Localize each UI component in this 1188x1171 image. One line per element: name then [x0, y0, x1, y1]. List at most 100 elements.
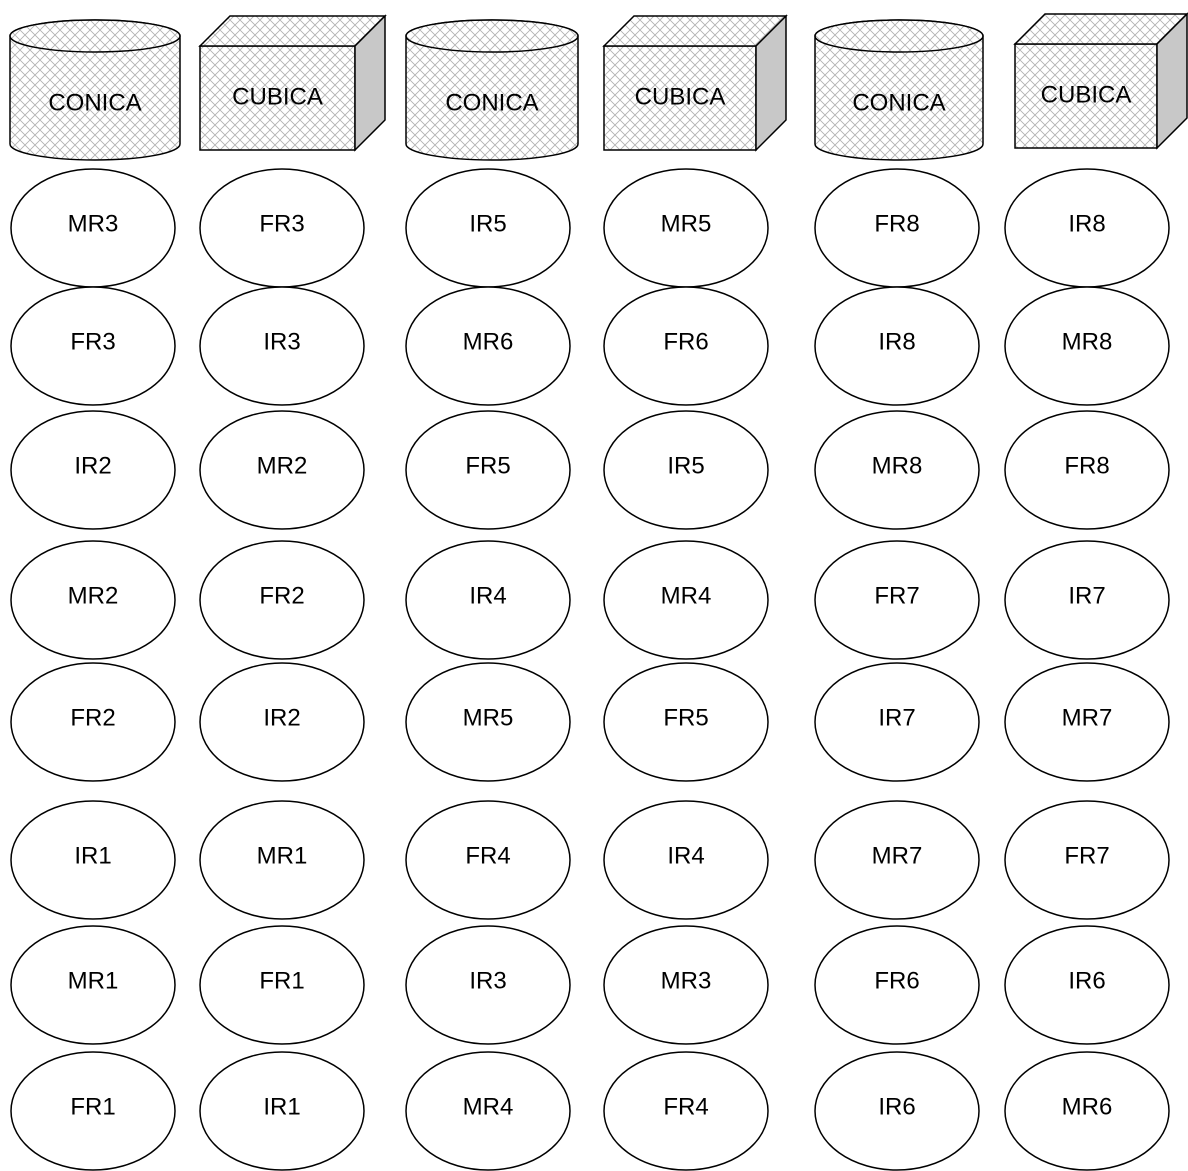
- ellipse-label: IR7: [878, 704, 915, 731]
- ellipse-label: MR7: [1062, 704, 1113, 731]
- cell-ellipse: FR6: [815, 926, 979, 1044]
- container-label: CONICA: [445, 89, 538, 116]
- cell-ellipse: IR3: [200, 287, 364, 405]
- cell-ellipse: FR8: [815, 169, 979, 287]
- container-label: CONICA: [48, 89, 141, 116]
- ellipse-label: IR3: [263, 328, 300, 355]
- cell-ellipse: FR6: [604, 287, 768, 405]
- cell-ellipse: IR2: [200, 663, 364, 781]
- containers-row: CONICA CUBICA CONICA CUBICA CONICA CUBICA: [10, 14, 1187, 160]
- ellipse-label: FR5: [663, 704, 708, 731]
- cell-ellipse: FR1: [200, 926, 364, 1044]
- ellipse-label: FR2: [259, 582, 304, 609]
- cell-ellipse: FR5: [604, 663, 768, 781]
- ellipse-label: IR2: [263, 704, 300, 731]
- cell-ellipse: MR5: [406, 663, 570, 781]
- ellipse-label: IR1: [263, 1093, 300, 1120]
- cylinder-container: CONICA: [10, 20, 180, 160]
- cell-ellipse: IR7: [815, 663, 979, 781]
- cell-ellipse: IR7: [1005, 541, 1169, 659]
- cell-ellipse: FR7: [815, 541, 979, 659]
- cube-top-face: [200, 16, 385, 46]
- cube-top-face: [604, 16, 786, 46]
- cell-ellipse: IR6: [1005, 926, 1169, 1044]
- cell-ellipse: MR1: [200, 801, 364, 919]
- ellipse-label: MR4: [661, 582, 712, 609]
- ellipse-label: IR3: [469, 967, 506, 994]
- cell-ellipse: MR1: [11, 926, 175, 1044]
- ellipse-label: IR6: [878, 1093, 915, 1120]
- ellipse-label: IR4: [667, 842, 704, 869]
- ellipse-label: FR8: [1064, 452, 1109, 479]
- cell-ellipse: IR8: [1005, 169, 1169, 287]
- cell-ellipse: FR3: [11, 287, 175, 405]
- ellipse-label: FR1: [259, 967, 304, 994]
- ellipse-label: IR5: [469, 210, 506, 237]
- ellipse-label: MR5: [661, 210, 712, 237]
- ellipse-label: FR5: [465, 452, 510, 479]
- cylinder-top: [10, 20, 180, 52]
- ellipse-label: MR8: [872, 452, 923, 479]
- cell-ellipse: FR4: [406, 801, 570, 919]
- ellipse-label: MR3: [68, 210, 119, 237]
- container-label: CUBICA: [635, 83, 726, 110]
- cell-ellipse: IR1: [200, 1052, 364, 1170]
- cell-ellipse: IR4: [406, 541, 570, 659]
- ellipse-label: IR8: [1068, 210, 1105, 237]
- ellipse-label: MR2: [68, 582, 119, 609]
- ellipse-label: MR3: [661, 967, 712, 994]
- cube-container: CUBICA: [200, 16, 385, 150]
- cell-ellipse: IR1: [11, 801, 175, 919]
- cell-ellipse: FR1: [11, 1052, 175, 1170]
- cell-ellipse: MR4: [604, 541, 768, 659]
- cell-ellipse: IR5: [406, 169, 570, 287]
- ellipse-label: MR8: [1062, 328, 1113, 355]
- ellipse-label: IR1: [74, 842, 111, 869]
- ellipse-label: FR2: [70, 704, 115, 731]
- ellipse-label: MR5: [463, 704, 514, 731]
- ellipse-label: FR8: [874, 210, 919, 237]
- cell-ellipse: FR5: [406, 411, 570, 529]
- ellipse-label: MR6: [1062, 1093, 1113, 1120]
- ellipse-label: IR5: [667, 452, 704, 479]
- cylinder-top: [406, 20, 578, 52]
- container-label: CUBICA: [1041, 81, 1132, 108]
- cell-ellipse: IR4: [604, 801, 768, 919]
- cell-ellipse: MR4: [406, 1052, 570, 1170]
- ellipse-label: FR7: [1064, 842, 1109, 869]
- cell-ellipse: MR5: [604, 169, 768, 287]
- cell-ellipse: FR3: [200, 169, 364, 287]
- cell-ellipse: IR6: [815, 1052, 979, 1170]
- ellipse-label: IR6: [1068, 967, 1105, 994]
- cell-ellipse: MR8: [815, 411, 979, 529]
- cylinder-container: CONICA: [815, 20, 983, 160]
- ellipse-label: FR1: [70, 1093, 115, 1120]
- cell-ellipse: MR3: [11, 169, 175, 287]
- ellipse-label: FR6: [874, 967, 919, 994]
- cylinder-container: CONICA: [406, 20, 578, 160]
- ellipse-label: FR3: [259, 210, 304, 237]
- cell-ellipse: MR8: [1005, 287, 1169, 405]
- container-label: CONICA: [852, 89, 945, 116]
- cell-ellipse: MR2: [200, 411, 364, 529]
- ellipse-label: MR1: [68, 967, 119, 994]
- ellipse-label: MR4: [463, 1093, 514, 1120]
- cell-ellipse: MR6: [1005, 1052, 1169, 1170]
- ellipse-label: IR7: [1068, 582, 1105, 609]
- cylinder-top: [815, 20, 983, 52]
- ellipse-label: FR4: [465, 842, 510, 869]
- cell-ellipse: IR8: [815, 287, 979, 405]
- ellipse-label: MR6: [463, 328, 514, 355]
- cell-ellipse: IR5: [604, 411, 768, 529]
- cell-ellipse: MR7: [815, 801, 979, 919]
- cell-ellipse: MR2: [11, 541, 175, 659]
- cell-ellipse: FR2: [11, 663, 175, 781]
- ellipse-label: FR6: [663, 328, 708, 355]
- ellipse-label: MR1: [257, 842, 308, 869]
- cell-ellipse: MR6: [406, 287, 570, 405]
- cell-ellipse: FR8: [1005, 411, 1169, 529]
- container-label: CUBICA: [232, 83, 323, 110]
- ellipse-grid: MR3FR3IR5MR5FR8IR8FR3IR3MR6FR6IR8MR8IR2M…: [11, 169, 1169, 1170]
- cube-container: CUBICA: [1015, 14, 1187, 148]
- ellipse-label: IR2: [74, 452, 111, 479]
